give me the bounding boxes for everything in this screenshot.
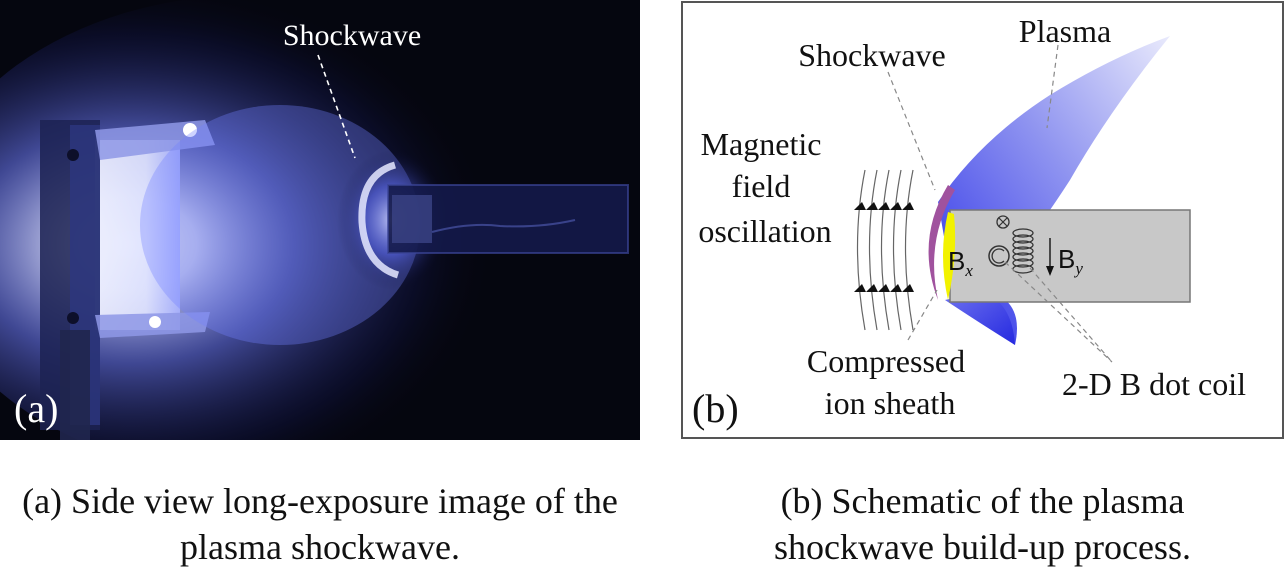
bx-coil-icon xyxy=(988,245,1010,267)
caption-b-line-2: shockwave build-up process. xyxy=(774,527,1191,567)
probe-body xyxy=(949,209,1191,303)
caption-b-line-1: (b) Schematic of the plasma xyxy=(780,481,1185,521)
by-coil-icon xyxy=(1012,228,1034,274)
plasma-photo: Shockwave (a) xyxy=(0,0,640,475)
shockwave-schematic: Bx By Plasma Shockwave Magnetic field os… xyxy=(681,1,1284,439)
compressed-label-line-2: ion sheath xyxy=(825,385,956,421)
ion-sheath xyxy=(943,212,956,300)
schematic-panel-tag: (b) xyxy=(692,386,739,431)
leader-lines xyxy=(887,44,1113,363)
photo-panel: Shockwave (a) xyxy=(0,0,640,475)
magnetic-label-line-1: Magnetic xyxy=(701,126,822,162)
magnetic-label: Magnetic field oscillation xyxy=(698,126,831,249)
photo-panel-tag: (a) xyxy=(14,386,58,431)
compressed-label: Compressed ion sheath xyxy=(807,343,973,421)
schematic-panel: Bx By Plasma Shockwave Magnetic field os… xyxy=(680,0,1285,440)
magnetic-label-line-3: oscillation xyxy=(698,213,831,249)
bx-base: B xyxy=(948,246,965,276)
photo-shockwave-label: Shockwave xyxy=(283,19,421,52)
plasma-label: Plasma xyxy=(1019,13,1111,49)
by-label: By xyxy=(1058,244,1083,278)
shockwave-arc xyxy=(928,185,955,300)
by-subscript: y xyxy=(1073,259,1083,278)
magnetic-label-line-2: field xyxy=(732,168,791,204)
field-arrows xyxy=(854,202,914,292)
compressed-label-line-1: Compressed xyxy=(807,343,965,379)
caption-b: (b) Schematic of the plasma shockwave bu… xyxy=(680,478,1285,570)
schematic-shockwave-label: Shockwave xyxy=(798,37,946,73)
out-of-plane-symbol xyxy=(996,215,1010,229)
coil-label: 2-D B dot coil xyxy=(1062,366,1246,402)
caption-a: (a) Side view long-exposure image of the… xyxy=(0,478,640,570)
by-base: B xyxy=(1058,244,1075,274)
shockwave-leader-line xyxy=(317,54,356,159)
by-arrow xyxy=(1046,238,1054,276)
bx-label: Bx xyxy=(948,246,973,280)
caption-a-line-1: (a) Side view long-exposure image of the xyxy=(22,481,618,521)
magnetic-field-lines xyxy=(856,169,914,331)
bx-subscript: x xyxy=(964,261,973,280)
caption-a-line-2: plasma shockwave. xyxy=(180,527,460,567)
